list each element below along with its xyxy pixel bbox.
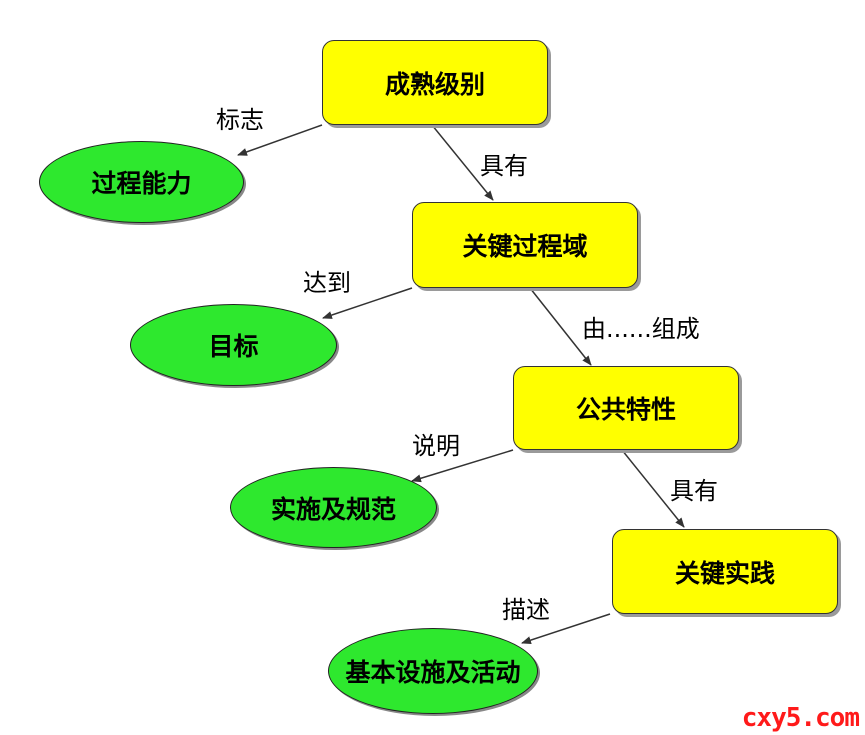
edge-practices-to-activities bbox=[521, 613, 611, 644]
edge-label-signifies: 标志 bbox=[216, 106, 264, 134]
edge-label-composed-of: 由......组成 bbox=[582, 315, 700, 343]
edge-label-describes: 描述 bbox=[502, 596, 550, 624]
edge-kpa-to-common-features bbox=[529, 287, 592, 366]
node-maturity-level: 成熟级别 bbox=[322, 40, 548, 125]
node-key-practices: 关键实践 bbox=[612, 529, 838, 614]
edge-common-features-to-practices bbox=[621, 449, 685, 528]
node-key-process-area: 关键过程域 bbox=[412, 202, 638, 288]
node-implementation-norms: 实施及规范 bbox=[230, 467, 437, 548]
node-common-features: 公共特性 bbox=[513, 366, 739, 450]
edge-label-explains: 说明 bbox=[412, 432, 460, 460]
edge-label-has-1: 具有 bbox=[480, 152, 528, 180]
edge-label-has-2: 具有 bbox=[670, 477, 718, 505]
node-basic-facilities-activities: 基本设施及活动 bbox=[328, 628, 538, 714]
edge-common-features-to-norms bbox=[411, 449, 514, 483]
edge-maturity-to-kpa bbox=[431, 124, 494, 201]
node-process-capability: 过程能力 bbox=[39, 141, 244, 223]
edge-kpa-to-goal bbox=[322, 287, 413, 319]
node-goal: 目标 bbox=[130, 304, 337, 386]
edge-maturity-to-capability bbox=[237, 124, 323, 156]
edge-label-achieves: 达到 bbox=[303, 269, 351, 297]
watermark: cxy5.com bbox=[741, 703, 860, 733]
